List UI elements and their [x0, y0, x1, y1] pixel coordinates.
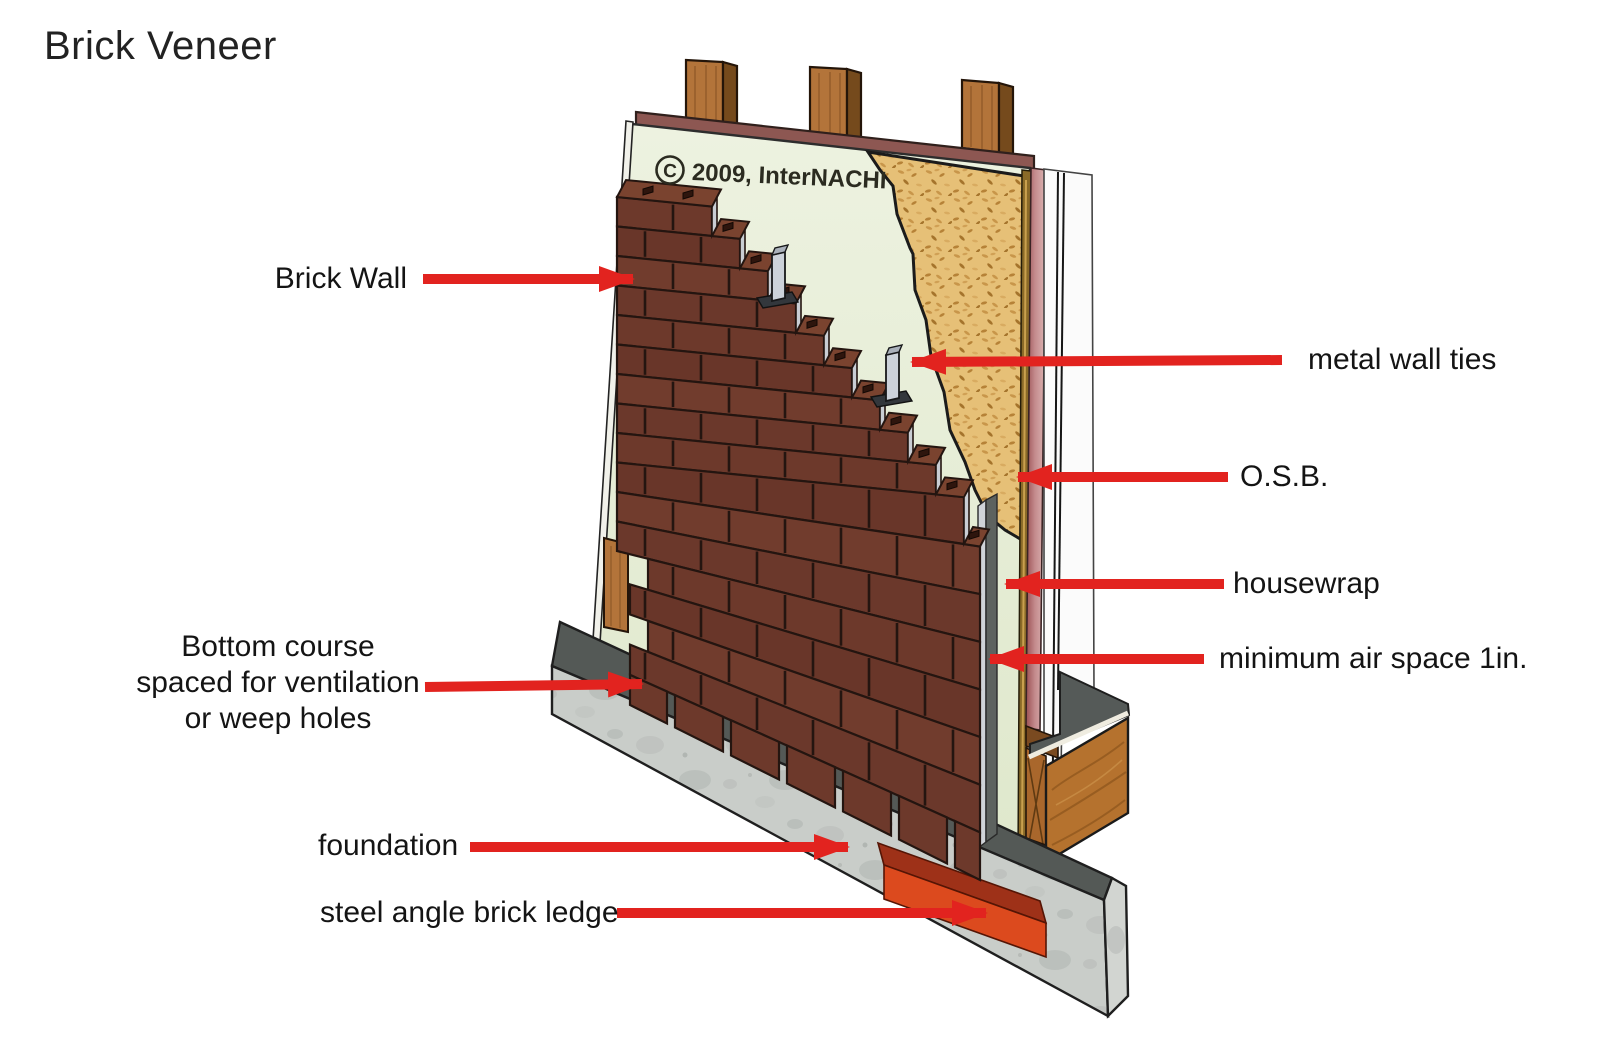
brick-shape: [682, 189, 694, 200]
brick-shape: [806, 318, 818, 329]
brick-shape: [946, 480, 958, 491]
label-bottom-course-line1: Bottom course: [181, 630, 375, 663]
callout-arrows: [423, 266, 1283, 926]
brick-shape: [729, 718, 781, 782]
wall-stud: [808, 65, 863, 144]
wall-stud: [960, 78, 1015, 157]
copyright-symbol: C: [663, 161, 678, 183]
copyright-circle-icon: [655, 155, 685, 185]
label-osb: O.S.B.: [1240, 460, 1329, 493]
brick-shape: [785, 743, 837, 810]
brick-shape: [968, 529, 980, 540]
label-bottom-course-line3: or weep holes: [184, 702, 372, 735]
brick-shape: [722, 221, 734, 233]
brick-shape: [615, 178, 723, 208]
brick-shape: [841, 768, 893, 838]
label-bottom-course-line2: spaced for ventilation: [136, 666, 420, 699]
metal-wall-tie: [755, 244, 800, 309]
brick-shape: [673, 693, 725, 754]
subfloor-edge: [1027, 710, 1130, 760]
air-gap-shadow: [985, 492, 998, 844]
label-housewrap: housewrap: [1233, 567, 1380, 600]
brick-shape: [953, 819, 982, 882]
brick-shape: [750, 254, 762, 265]
corner-stud: [603, 536, 629, 634]
arrow-bottom-course: [424, 671, 644, 698]
brick-shape: [890, 415, 902, 426]
label-steel-angle: steel angle brick ledge: [320, 896, 619, 929]
brick-shape: [918, 447, 930, 459]
metal-wall-tie: [869, 344, 914, 408]
label-bottom-course: Bottom course spaced for ventilation or …: [95, 629, 461, 737]
brick-shape: [897, 794, 949, 866]
label-metal-wall-ties: metal wall ties: [1308, 343, 1497, 376]
brick-shape: [642, 185, 654, 196]
brick-shape: [862, 383, 874, 394]
label-brick-wall: Brick Wall: [274, 262, 407, 295]
metal-wall-ties: [755, 244, 914, 408]
floor-framing-box: [1027, 670, 1131, 865]
brick-shape: [834, 350, 846, 362]
arrow-metal-ties: [910, 348, 1283, 375]
label-foundation: foundation: [318, 829, 459, 862]
wall-layer-edges: [1017, 167, 1095, 876]
page-title: Brick Veneer: [44, 24, 277, 68]
brick-wall: [615, 178, 991, 882]
label-air-space: minimum air space 1in.: [1219, 642, 1528, 675]
